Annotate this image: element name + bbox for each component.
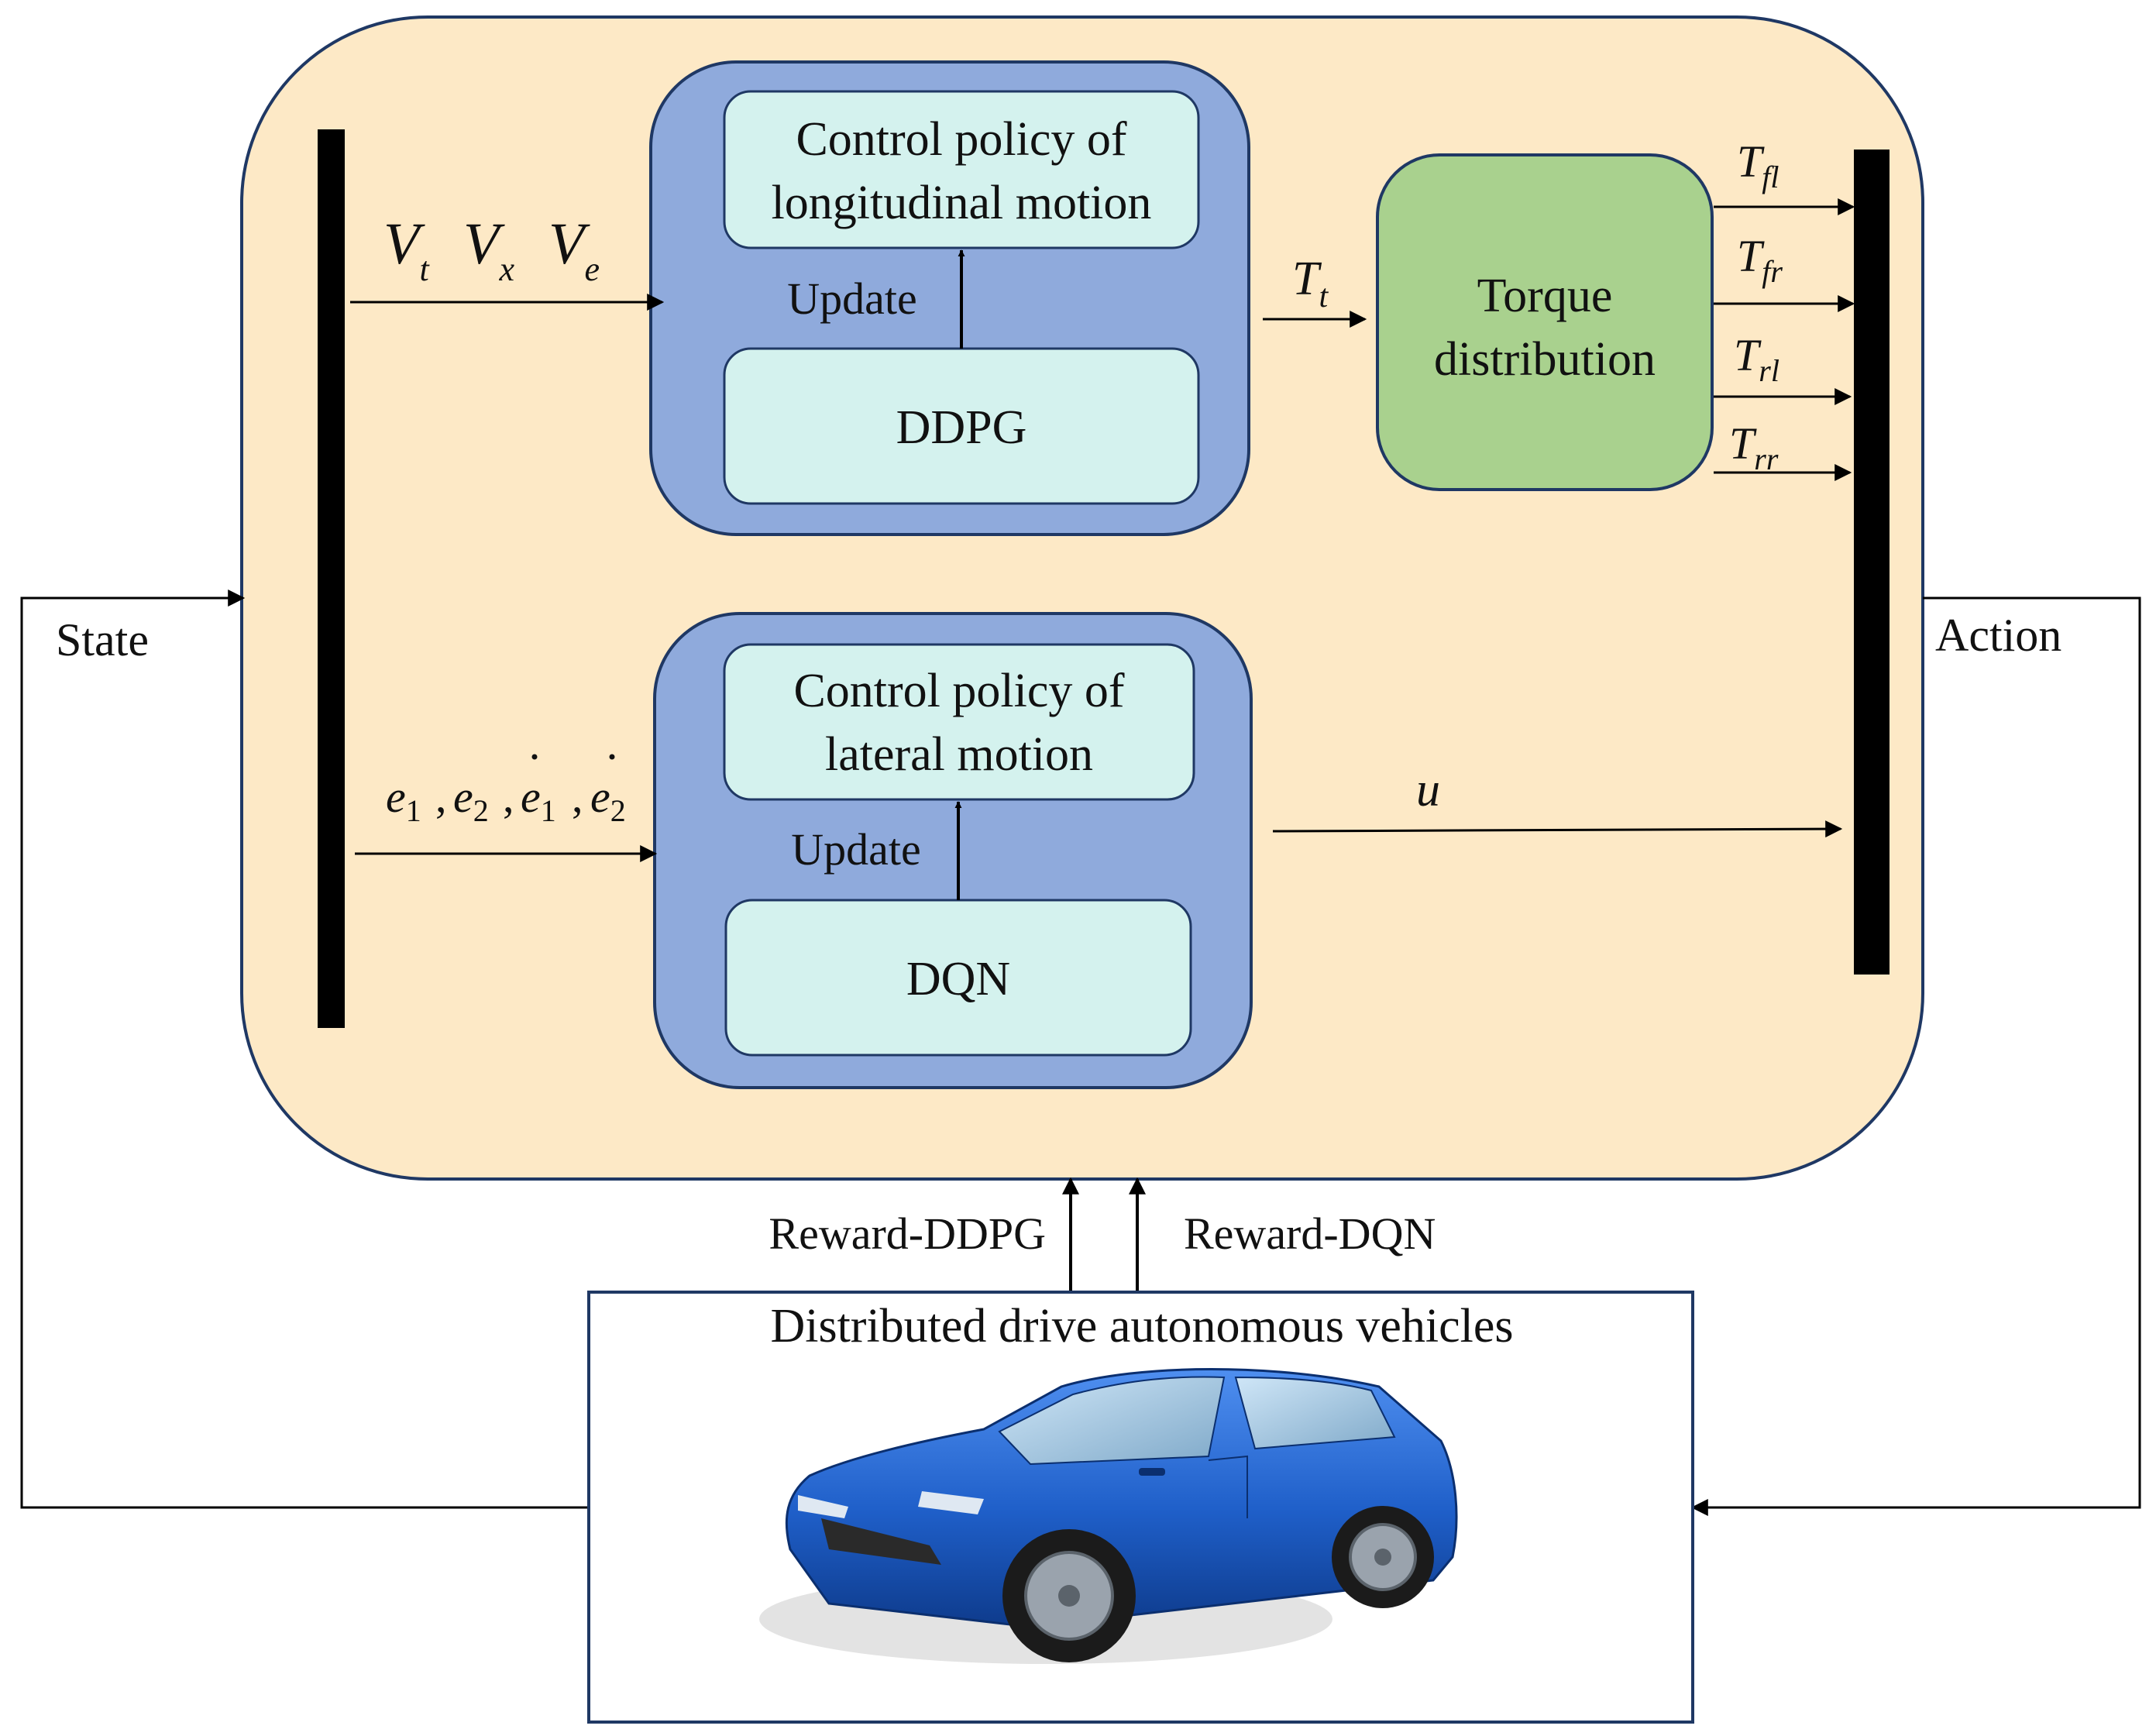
- input-e1: e1: [386, 772, 421, 828]
- u-arrow: [1272, 820, 1843, 838]
- dqn-update-label: Update: [791, 824, 921, 875]
- torque-line2: distribution: [1434, 333, 1656, 386]
- longitudinal-policy-line2: longitudinal motion: [772, 177, 1152, 229]
- lateral-policy-box: [723, 643, 1195, 801]
- action-feedback-line: [1690, 596, 2141, 1516]
- longitudinal-policy-box: [723, 90, 1200, 249]
- state-label: State: [56, 614, 149, 665]
- vehicle-title: Distributed drive autonomous vehicles: [770, 1300, 1513, 1353]
- reward-ddpg-label: Reward-DDPG: [769, 1208, 1046, 1259]
- action-bar: [1854, 150, 1890, 975]
- e1-dot-mark: [531, 754, 538, 760]
- tfr-label: Tfr: [1737, 231, 1783, 289]
- input-e1-dot: e1: [521, 772, 556, 828]
- state-feedback-line: [20, 590, 589, 1509]
- tt-label: Tt: [1292, 253, 1329, 315]
- input-ve: Ve: [548, 211, 600, 288]
- car-icon: [759, 1368, 1458, 1664]
- action-label: Action: [1935, 610, 2061, 661]
- input-sep-2: ,: [503, 772, 514, 822]
- torque-line1: Torque: [1477, 270, 1613, 322]
- trr-label: Trr: [1729, 418, 1779, 476]
- longitudinal-policy-block: Control policy of longitudinal motion DD…: [649, 60, 1250, 536]
- torque-distribution-block: Torque distribution: [1376, 153, 1714, 491]
- reward-dqn-label: Reward-DQN: [1184, 1208, 1436, 1259]
- input-e2: e2: [453, 772, 489, 828]
- input-vx: Vx: [463, 211, 514, 288]
- u-label: u: [1416, 764, 1440, 816]
- input-e2-dot: e2: [590, 772, 626, 828]
- trl-label: Trl: [1734, 330, 1779, 388]
- dqn-label: DQN: [906, 953, 1010, 1006]
- lateral-policy-line1: Control policy of: [793, 665, 1124, 717]
- lateral-inputs: e1 , e2 , e1 , e2: [386, 754, 626, 828]
- e2-dot-mark: [609, 754, 615, 760]
- input-sep-1: ,: [435, 772, 447, 822]
- ddpg-label: DDPG: [896, 401, 1027, 454]
- longitudinal-policy-line1: Control policy of: [796, 113, 1126, 166]
- ddpg-update-label: Update: [787, 273, 917, 324]
- lateral-policy-block: Control policy of lateral motion DQN Upd…: [653, 612, 1253, 1089]
- tfl-label: Tfl: [1737, 136, 1779, 194]
- state-bar: [318, 129, 345, 1028]
- input-vt: Vt: [383, 211, 430, 288]
- lateral-policy-line2: lateral motion: [825, 728, 1093, 781]
- input-sep-3: ,: [572, 772, 583, 822]
